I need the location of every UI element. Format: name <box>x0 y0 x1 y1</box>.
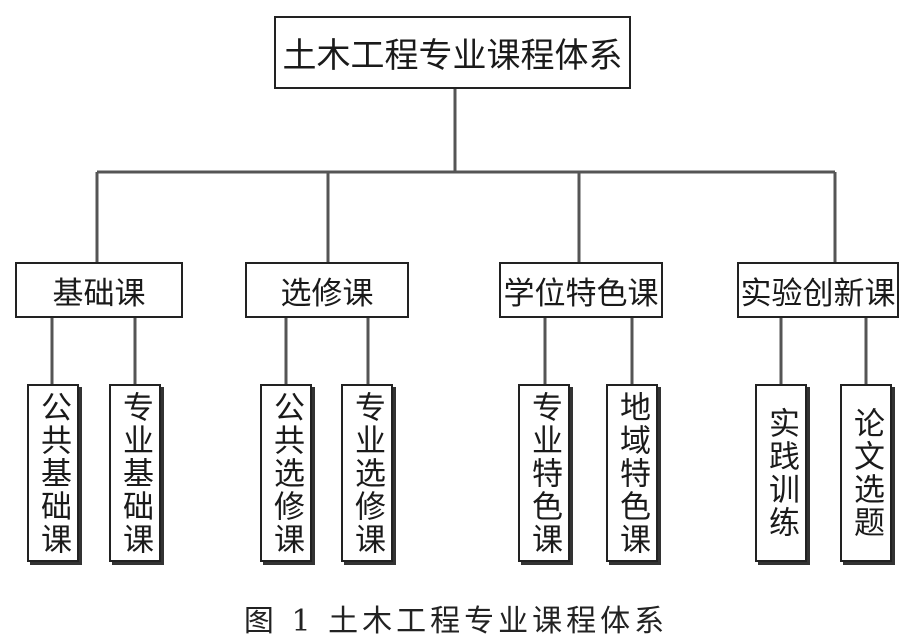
leaf-label: 地域特色课 <box>614 390 650 556</box>
category-node-elective: 选修课 <box>245 262 409 318</box>
category-node-degree: 学位特色课 <box>499 262 663 318</box>
leaf-label: 实践训练 <box>763 407 799 539</box>
leaf-label: 专业特色课 <box>526 390 562 556</box>
leaf-node: 专业特色课 <box>518 384 570 562</box>
leaf-node: 专业基础课 <box>109 384 161 562</box>
category-label: 基础课 <box>52 275 146 312</box>
category-label: 实验创新课 <box>740 275 896 312</box>
leaf-node: 公共选修课 <box>260 384 312 562</box>
category-label: 学位特色课 <box>503 275 659 312</box>
figure-caption: 图 1 土木工程专业课程体系 <box>243 604 669 639</box>
leaf-node: 实践训练 <box>755 384 807 562</box>
leaf-node: 论文选题 <box>840 384 892 562</box>
leaf-node: 公共基础课 <box>27 384 79 562</box>
leaf-node: 地域特色课 <box>606 384 658 562</box>
category-node-experiment: 实验创新课 <box>737 262 899 318</box>
leaf-node: 专业选修课 <box>341 384 393 562</box>
leaf-label: 公共基础课 <box>35 390 71 556</box>
leaf-label: 专业选修课 <box>349 390 385 556</box>
root-node: 土木工程专业课程体系 <box>274 16 631 89</box>
category-label: 选修课 <box>280 275 374 312</box>
category-node-basic: 基础课 <box>15 262 183 318</box>
leaf-label: 论文选题 <box>848 407 884 539</box>
root-label: 土木工程专业课程体系 <box>282 36 623 76</box>
leaf-label: 专业基础课 <box>117 390 153 556</box>
leaf-label: 公共选修课 <box>268 390 304 556</box>
